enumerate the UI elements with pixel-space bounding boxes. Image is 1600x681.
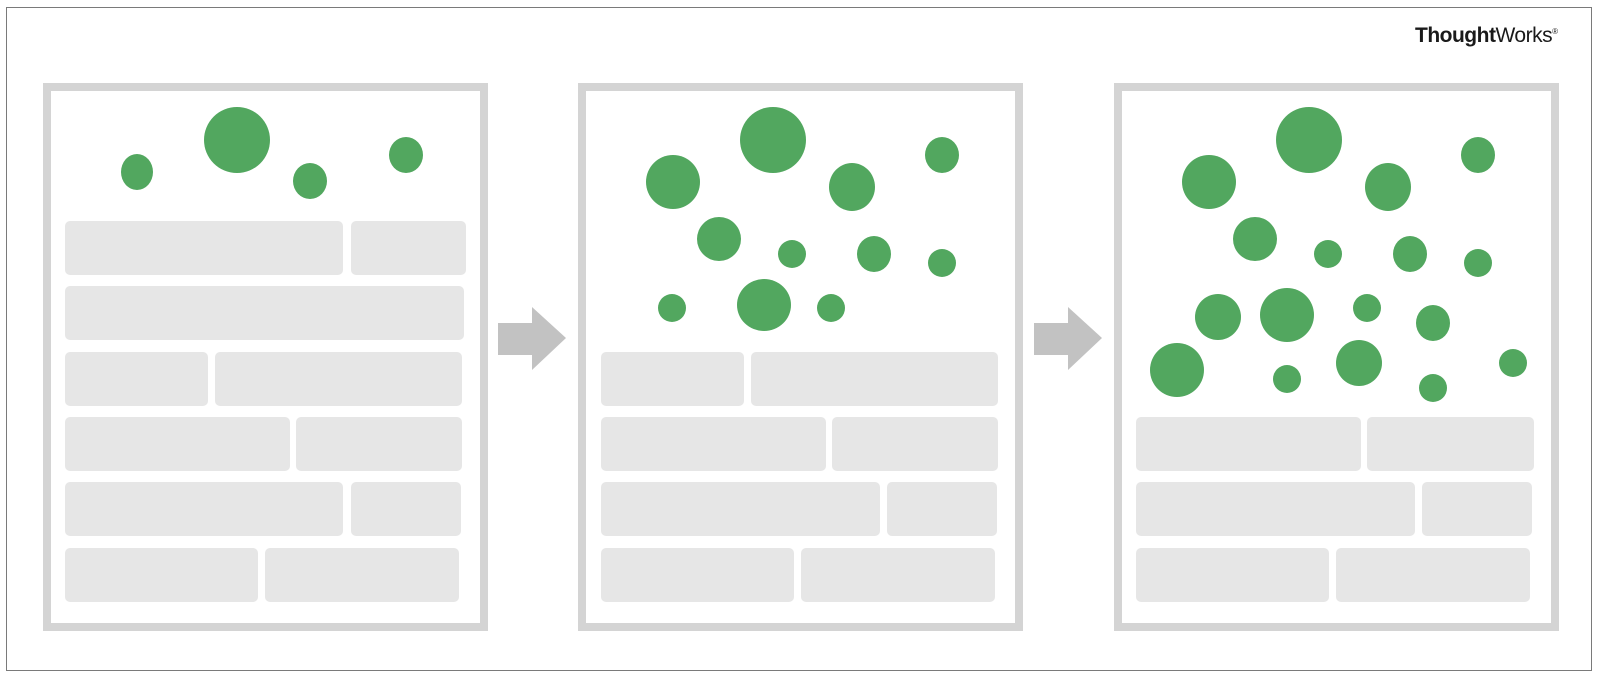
content-block [65,482,343,536]
content-block [65,417,290,471]
thoughtworks-logo: ThoughtWorks® [1415,24,1558,48]
content-block [1422,482,1532,536]
content-block [601,352,744,406]
content-block [1136,548,1329,602]
panel-3 [1114,83,1559,631]
green-circle [1464,249,1492,277]
green-circle [1365,163,1411,211]
content-block [601,417,826,471]
green-circle [1260,288,1314,342]
green-circle [857,236,891,272]
panel-3-blocks [1136,417,1534,602]
panel-2 [578,83,1023,631]
content-block [65,548,258,602]
green-circle [697,217,741,261]
green-circle [737,279,791,331]
content-block [832,417,998,471]
content-block [215,352,462,406]
arrow-right-icon [498,307,566,370]
green-circle [928,249,956,277]
content-block [65,286,464,340]
green-circle [1419,374,1447,402]
green-circle [646,155,700,209]
content-block [1136,417,1361,471]
content-block [296,417,462,471]
green-circle [1314,240,1342,268]
content-block [65,221,343,275]
logo-thought: Thought [1415,24,1496,47]
panel-2-circles [646,107,959,331]
green-circle [1195,294,1241,340]
green-circle [1182,155,1236,209]
panel-2-blocks [601,352,998,602]
panel-1-circles [121,107,423,199]
green-circle [740,107,806,173]
content-block [265,548,459,602]
green-circle [389,137,423,173]
green-circle [829,163,875,211]
green-circle [121,154,153,190]
green-circle [658,294,686,322]
panel-1-blocks [65,221,466,602]
green-circle [1336,340,1382,386]
green-circle [1233,217,1277,261]
content-block [601,482,880,536]
green-circle [1461,137,1495,173]
arrow-right-icon [1034,307,1102,370]
content-block [351,482,461,536]
panel-3-circles [1150,107,1527,402]
content-block [1136,482,1415,536]
logo-works: Works [1495,24,1553,47]
green-circle [204,107,270,173]
content-block [887,482,997,536]
green-circle [925,137,959,173]
green-circle [778,240,806,268]
content-block [65,352,208,406]
content-block [1336,548,1530,602]
green-circle [1353,294,1381,322]
green-circle [1393,236,1427,272]
green-circle [1150,343,1204,397]
green-circle [1273,365,1301,393]
content-block [1367,417,1534,471]
green-circle [1416,305,1450,341]
content-block [351,221,466,275]
content-block [751,352,998,406]
green-circle [1276,107,1342,173]
content-block [601,548,794,602]
content-block [801,548,995,602]
panel-1 [43,83,488,631]
green-circle [817,294,845,322]
green-circle [293,163,327,199]
logo-registered-mark: ® [1552,27,1558,36]
green-circle [1499,349,1527,377]
